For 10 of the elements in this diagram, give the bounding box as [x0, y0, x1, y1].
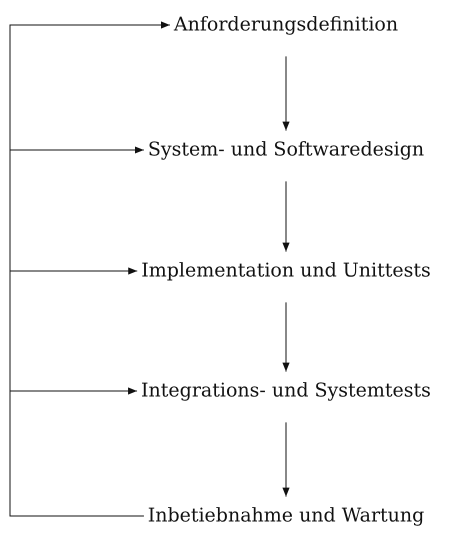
arrow — [282, 56, 290, 132]
step-label: Anforderungsdefinition — [174, 12, 398, 38]
arrow — [282, 180, 290, 252]
feedback-arrow — [10, 387, 144, 516]
step-label: Implementation und Unittests — [141, 258, 431, 284]
step-label: System- und Softwaredesign — [148, 136, 424, 164]
step-label: Inbetiebnahme und Wartung — [148, 502, 424, 530]
arrow — [282, 302, 290, 372]
arrow — [282, 422, 290, 498]
step-label: Integrations- und Systemtests — [141, 378, 431, 404]
